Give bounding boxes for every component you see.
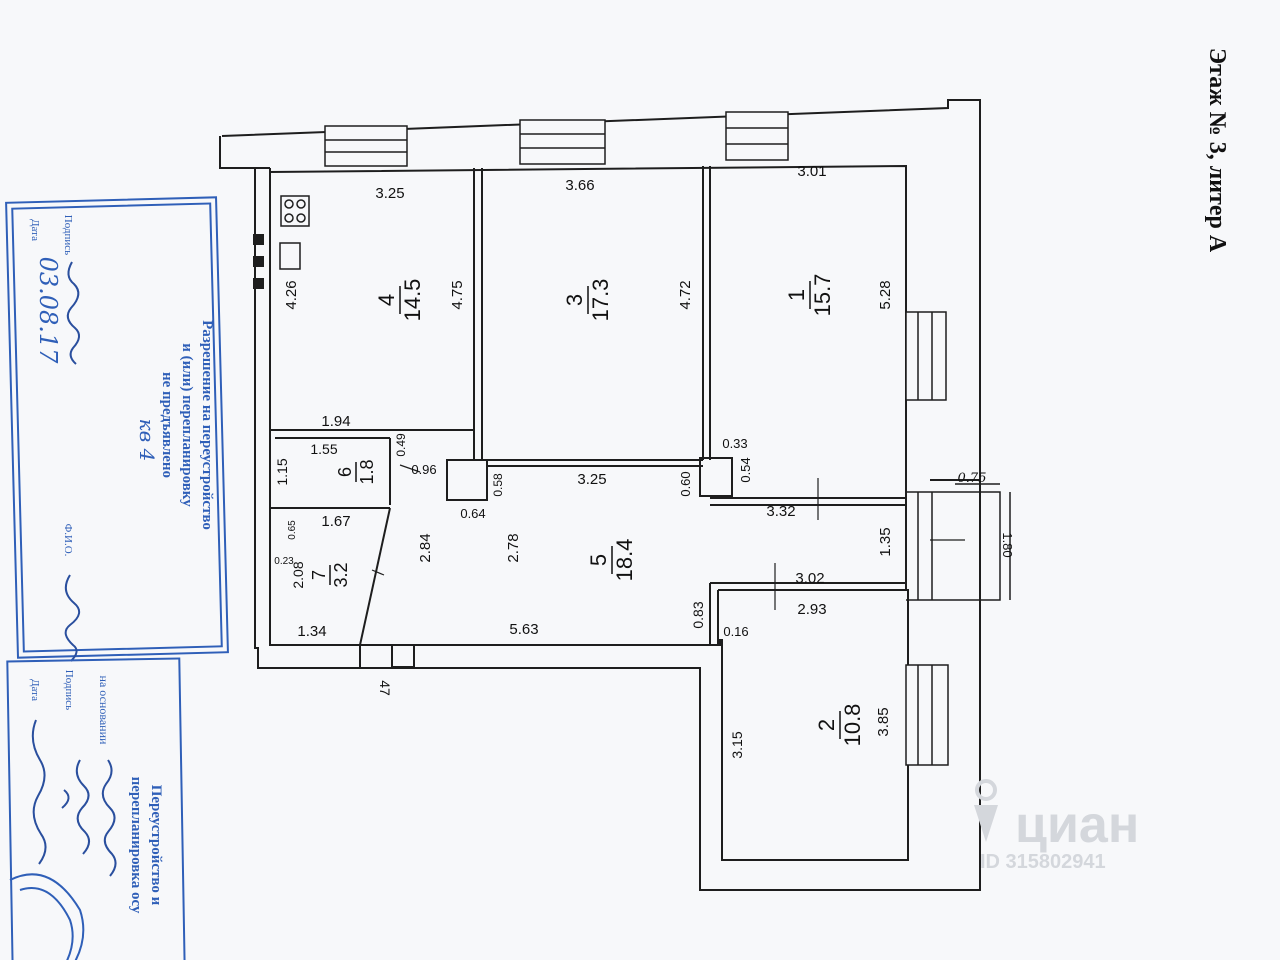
dim-corridor: 3.25 xyxy=(577,471,606,488)
dim-016: 0.16 xyxy=(723,624,748,639)
dim-033: 0.33 xyxy=(722,436,747,451)
stamp-left xyxy=(5,196,229,659)
stamp-left-signature xyxy=(64,261,81,662)
stamp-right-line-1: Переустройство и xyxy=(148,785,164,906)
dim-083: 0.83 xyxy=(690,601,706,628)
stove-icon xyxy=(280,195,310,227)
watermark-id: ID 315802941 xyxy=(980,851,1106,873)
dim-47: 47 xyxy=(377,680,393,696)
stamp-left-fio: Ф.И.О. xyxy=(62,524,74,557)
stamp-right-text: Переустройство и перепланировка осу на о… xyxy=(29,670,164,914)
room-labels: 4 14.5 3 17.3 1 15.7 6 1.8 7 3.2 5 18.4 xyxy=(309,274,865,747)
stamp-right xyxy=(6,657,186,960)
stamp-left-text: Разрешение на переустройство и (или) пер… xyxy=(29,215,215,557)
dim-r7-top: 1.67 xyxy=(321,513,350,530)
stamp-left-data: Дата xyxy=(29,219,41,241)
stamp-right-handwriting xyxy=(31,719,117,877)
watermark-brand: циан xyxy=(1015,796,1139,854)
room-6-number: 6 xyxy=(335,467,355,477)
dim-134: 1.34 xyxy=(297,623,326,640)
floor-title: Этаж № 3, литер А xyxy=(1204,48,1230,253)
stamp-right-podpis: Подпись xyxy=(63,670,75,710)
dim-r1-right: 5.28 xyxy=(877,280,894,309)
dim-r4-left: 4.26 xyxy=(283,280,300,309)
dim-r4-right: 4.75 xyxy=(449,280,466,309)
dim-563: 5.63 xyxy=(509,621,538,638)
dim-332: 3.32 xyxy=(766,503,795,520)
dim-r7-208: 2.08 xyxy=(290,561,306,588)
room-4-area: 14.5 xyxy=(400,279,425,322)
room-3-area: 17.3 xyxy=(588,279,613,322)
room-4-number: 4 xyxy=(374,294,399,306)
room-3-number: 3 xyxy=(562,294,587,306)
stamp-left-note: кв 4 xyxy=(135,419,159,462)
stamp-left-line-1: Разрешение на переустройство xyxy=(199,320,215,530)
dim-balcony-075: 0.75 xyxy=(958,471,987,486)
dim-balcony-180: 1.80 xyxy=(1000,532,1015,557)
stamp-right-data: Дата xyxy=(29,679,41,701)
dim-054: 0.54 xyxy=(738,457,753,482)
watermark: циан ID 315802941 xyxy=(974,779,1139,873)
dim-r6-side: 1.15 xyxy=(274,458,290,485)
door-marks xyxy=(371,464,965,610)
stamp-left-line-2: и (или) перепланировку xyxy=(179,343,195,507)
stamp-right-line-2: перепланировка осу xyxy=(128,777,144,914)
stamp-left-podpis: Подпись xyxy=(62,215,74,255)
room-7-number: 7 xyxy=(309,570,329,580)
outer-walls xyxy=(219,99,981,891)
room-6-area: 1.8 xyxy=(357,459,377,484)
dim-r2-385: 3.85 xyxy=(875,707,892,736)
round-seal xyxy=(9,873,85,960)
interior-walls xyxy=(270,166,906,668)
dim-r3-top: 3.66 xyxy=(565,177,594,194)
room-7-area: 3.2 xyxy=(331,562,351,587)
sink-icon xyxy=(279,242,301,270)
dim-278: 2.78 xyxy=(505,533,522,562)
stamp-left-line-3: не предъявлено xyxy=(159,372,175,478)
dim-096: 0.96 xyxy=(411,462,436,477)
dim-r1-top: 3.01 xyxy=(797,163,826,180)
dim-r6-gap: 0.49 xyxy=(394,433,408,457)
room-1-area: 15.7 xyxy=(810,274,835,317)
room-2-number: 2 xyxy=(814,719,839,731)
dim-r6-top: 1.94 xyxy=(321,413,350,430)
dim-284: 2.84 xyxy=(417,533,434,562)
stamp-left-date: 03.08.17 xyxy=(34,257,62,365)
dim-060: 0.60 xyxy=(678,471,693,496)
dim-135: 1.35 xyxy=(877,527,894,556)
room-5-area: 18.4 xyxy=(612,539,637,582)
room-5-number: 5 xyxy=(586,554,611,566)
ventilation-icon xyxy=(253,234,264,289)
dim-r7-023: 0.23 xyxy=(274,556,294,567)
dimension-labels: 3.25 3.66 3.01 4.26 4.75 4.72 5.28 1.94 … xyxy=(274,163,1015,759)
room-1-number: 1 xyxy=(784,289,809,301)
stamp-right-osnovanie: на основании xyxy=(97,676,111,745)
dim-r2-315: 3.15 xyxy=(729,731,745,758)
dim-r3-right: 4.72 xyxy=(677,280,694,309)
dim-293: 2.93 xyxy=(797,601,826,618)
dim-r6-inner: 1.55 xyxy=(310,441,337,457)
dim-302: 3.02 xyxy=(795,570,824,587)
room-2-area: 10.8 xyxy=(840,704,865,747)
dim-r7-065: 0.65 xyxy=(287,520,298,540)
dim-058: 0.58 xyxy=(491,473,505,497)
watermark-logo-icon xyxy=(974,779,998,842)
balcony xyxy=(906,483,1011,601)
dim-r4-top: 3.25 xyxy=(375,185,404,202)
dim-064: 0.64 xyxy=(460,506,485,521)
windows xyxy=(324,111,949,766)
